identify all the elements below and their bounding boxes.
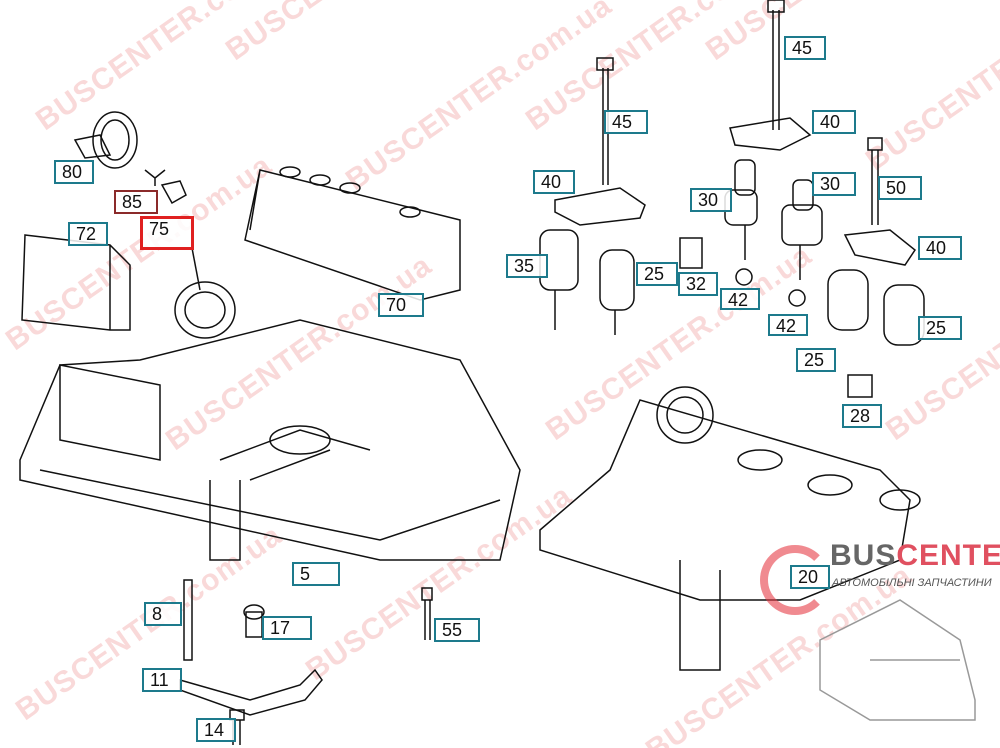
callout-40[interactable]: 40: [918, 236, 962, 260]
part-28-drawing: [847, 374, 873, 398]
logo-ring-icon: [760, 545, 830, 615]
part-35-drawing: [539, 229, 579, 330]
part-80-drawing: [73, 111, 138, 169]
part-85-drawing: [144, 169, 187, 205]
logo-tagline: АВТОМОБІЛЬНІ ЗАПЧАСТИНИ: [832, 577, 992, 589]
logo-brand-part2: CENTER: [896, 539, 1000, 572]
part-17-drawing: [243, 604, 265, 638]
callout-50[interactable]: 50: [878, 176, 922, 200]
callout-30[interactable]: 30: [812, 172, 856, 196]
part-55-drawing: [421, 587, 433, 640]
callout-42[interactable]: 42: [720, 288, 760, 310]
callout-25[interactable]: 25: [796, 348, 836, 372]
buscenter-logo: BUSCENTER АВТОМОБІЛЬНІ ЗАПЧАСТИНИ: [760, 535, 1000, 615]
callout-32[interactable]: 32: [678, 272, 718, 296]
part-40-drawing: [554, 117, 917, 266]
part-25-drawing: [599, 249, 925, 346]
part-72-drawing: [21, 234, 131, 331]
callout-8[interactable]: 8: [144, 602, 182, 626]
part-42-drawing: [735, 268, 806, 307]
callout-35[interactable]: 35: [506, 254, 548, 278]
part-45-drawing: [596, 0, 785, 185]
part-32-drawing: [679, 237, 703, 269]
part-70-drawing: [244, 166, 461, 301]
logo-brand-part1: BUS: [830, 539, 897, 572]
callout-20[interactable]: 20: [790, 565, 830, 589]
callout-30[interactable]: 30: [690, 188, 732, 212]
callout-80[interactable]: 80: [54, 160, 94, 184]
part-11-drawing: [179, 668, 323, 716]
callout-55[interactable]: 55: [434, 618, 480, 642]
callout-45[interactable]: 45: [784, 36, 826, 60]
callout-40[interactable]: 40: [533, 170, 575, 194]
callout-85[interactable]: 85: [114, 190, 158, 214]
callout-25[interactable]: 25: [918, 316, 962, 340]
callout-28[interactable]: 28: [842, 404, 882, 428]
callout-72[interactable]: 72: [68, 222, 108, 246]
callout-14[interactable]: 14: [196, 718, 236, 742]
callout-75-selected[interactable]: 75: [140, 216, 194, 250]
van-illustration: [819, 599, 976, 721]
callout-25[interactable]: 25: [636, 262, 678, 286]
callout-11[interactable]: 11: [142, 668, 182, 692]
part-30-drawing: [724, 159, 823, 280]
callout-45[interactable]: 45: [604, 110, 648, 134]
callout-42[interactable]: 42: [768, 314, 808, 336]
part-5-drawing: [19, 247, 521, 561]
callout-70[interactable]: 70: [378, 293, 424, 317]
part-8-drawing: [183, 579, 193, 661]
part-20-drawing: [539, 386, 921, 671]
callout-17[interactable]: 17: [262, 616, 312, 640]
callout-40[interactable]: 40: [812, 110, 856, 134]
callout-5[interactable]: 5: [292, 562, 340, 586]
